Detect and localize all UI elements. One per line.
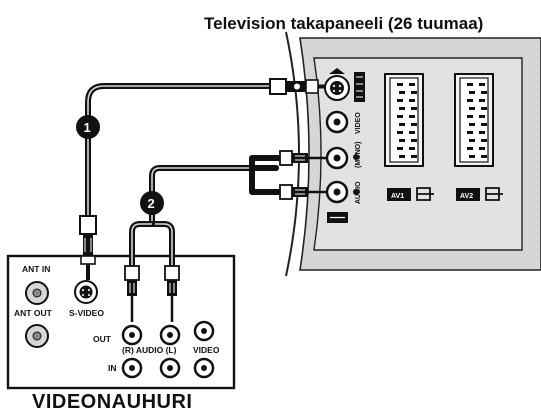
scart-pin (399, 155, 405, 158)
tv-scart-av2-connector (454, 73, 494, 167)
vcr-out-video-jack (193, 320, 215, 342)
av2-scart-icon (485, 187, 503, 201)
scart-pin (397, 131, 403, 134)
svideo-cable (85, 83, 275, 221)
scart-pin (467, 99, 473, 102)
av2-badge (456, 188, 480, 201)
scart-pin (479, 147, 485, 150)
scart-pin (409, 99, 415, 102)
step-1-number: 1 (84, 120, 91, 135)
scart-pin (481, 123, 487, 126)
scart-pin (469, 123, 475, 126)
scart-pin (397, 115, 403, 118)
scart-pin (399, 123, 405, 126)
scart-pin (409, 83, 415, 86)
audio-dot-icon (353, 189, 359, 195)
tv-svideo-jack (324, 68, 350, 101)
vcr-in-audio-l-jack (159, 357, 181, 379)
scart-pin (479, 115, 485, 118)
vcr-out-label: OUT (93, 334, 112, 344)
tv-video-label: VIDEO (355, 112, 362, 134)
scart-pin (411, 91, 417, 94)
vcr-ant-out-label: ANT OUT (14, 308, 53, 318)
vcr-in-label: IN (108, 363, 117, 373)
scart-pin (397, 99, 403, 102)
vcr-out-audio-r-jack (121, 324, 143, 346)
tv-scart-av1-connector (384, 73, 424, 167)
scart-pin (479, 131, 485, 134)
scart-pin (397, 147, 403, 150)
step-1-badge: 1 (76, 115, 100, 139)
scart-pin (411, 139, 417, 142)
rca-plug-vcr-right (124, 265, 140, 322)
scart-pin (467, 131, 473, 134)
av1-label: AV1 (391, 193, 404, 200)
scart-pin (469, 139, 475, 142)
mono-dot-icon (353, 154, 359, 160)
scart-pin (479, 83, 485, 86)
scart-pin (411, 155, 417, 158)
tv-mono-label: (MONO) (355, 142, 362, 168)
av1-scart-icon (416, 187, 434, 201)
tv-svideo-tag (354, 72, 365, 102)
scart-pin (469, 155, 475, 158)
scart-pin (481, 139, 487, 142)
scart-pin (467, 83, 473, 86)
rca-plug-tv-audio (279, 184, 328, 200)
scart-pin (479, 99, 485, 102)
vcr-video-label: VIDEO (193, 345, 220, 355)
scart-pin (397, 83, 403, 86)
scart-pin (411, 107, 417, 110)
tv-audio-jack (325, 180, 349, 204)
vcr-svideo-label: S-VIDEO (69, 308, 104, 318)
rca-plug-vcr-left (164, 265, 180, 322)
scart-pin (399, 107, 405, 110)
av1-badge (387, 188, 411, 201)
scart-pin (467, 147, 473, 150)
scart-pin (481, 155, 487, 158)
rca-plug-tv-mono (279, 150, 328, 166)
vcr-title: VIDEONAUHURI (32, 391, 192, 412)
step-2-badge: 2 (140, 191, 164, 215)
vcr-ant-out-jack (25, 324, 49, 348)
vcr-svideo-jack (74, 280, 98, 304)
vcr-in-audio-r-jack (121, 357, 143, 379)
scart-pin (469, 107, 475, 110)
scart-pin (399, 139, 405, 142)
scart-pin (481, 107, 487, 110)
vcr-out-audio-l-jack (159, 324, 181, 346)
scart-pin (469, 91, 475, 94)
tv-video-jack (325, 110, 349, 134)
audio-cable-right (129, 221, 155, 291)
vcr-ant-in-jack (25, 281, 49, 305)
scart-pin (409, 115, 415, 118)
scart-pin (399, 91, 405, 94)
scart-pin (409, 147, 415, 150)
svideo-plug-tv (269, 78, 325, 95)
tv-audio-mono-jack (325, 146, 349, 170)
vcr-in-video-jack (193, 357, 215, 379)
step-2-number: 2 (148, 196, 155, 211)
tv-audio-label: AUDIO (355, 181, 362, 204)
scart-pin (467, 115, 473, 118)
tv-panel-title: Television takapaneeli (26 tuumaa) (204, 14, 483, 33)
scart-pin (411, 123, 417, 126)
scart-pin (409, 131, 415, 134)
scart-pin (481, 91, 487, 94)
vcr-audio-rl-label: (R) AUDIO (L) (122, 345, 177, 355)
audio-cable-branches (249, 155, 285, 195)
svideo-plug-vcr (79, 215, 97, 280)
vcr-ant-in-label: ANT IN (22, 264, 50, 274)
av2-label: AV2 (460, 193, 473, 200)
